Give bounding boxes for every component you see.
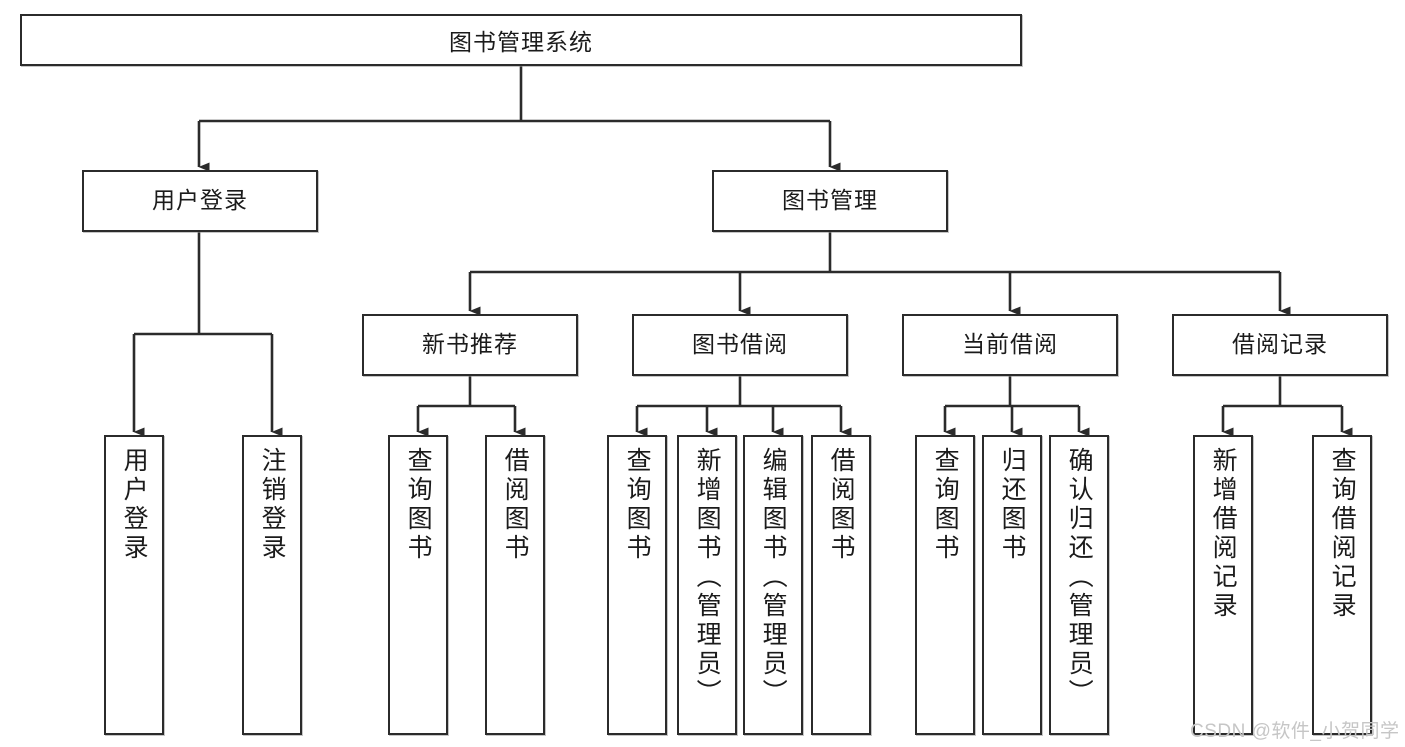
leaf-user-login[interactable]: 用户登录 — [104, 435, 164, 735]
leaf-borrow-book-label: 借阅图书 — [827, 447, 856, 563]
leaf-query-book-current[interactable]: 查询图书 — [915, 435, 975, 735]
node-book-management[interactable]: 图书管理 — [712, 170, 948, 232]
leaf-query-borrow-record-label: 查询借阅记录 — [1328, 447, 1357, 621]
node-root[interactable]: 图书管理系统 — [20, 14, 1022, 66]
leaf-query-book-recommend[interactable]: 查询图书 — [388, 435, 448, 735]
leaf-confirm-return-admin-label: 确认归还（管理员） — [1065, 447, 1094, 708]
node-root-label: 图书管理系统 — [449, 29, 593, 55]
leaf-query-book-borrow[interactable]: 查询图书 — [607, 435, 667, 735]
leaf-return-book[interactable]: 归还图书 — [982, 435, 1042, 735]
leaf-query-book-borrow-label: 查询图书 — [623, 447, 652, 563]
leaf-logout[interactable]: 注销登录 — [242, 435, 302, 735]
leaf-edit-book-admin-label: 编辑图书（管理员） — [759, 447, 788, 708]
node-new-book-recommend-label: 新书推荐 — [422, 331, 518, 358]
leaf-logout-label: 注销登录 — [258, 447, 287, 563]
node-borrow-records[interactable]: 借阅记录 — [1172, 314, 1388, 376]
leaf-borrow-book[interactable]: 借阅图书 — [811, 435, 871, 735]
watermark: CSDN @软件_小贺同学 — [1190, 721, 1400, 742]
leaf-edit-book-admin[interactable]: 编辑图书（管理员） — [743, 435, 803, 735]
node-current-borrow[interactable]: 当前借阅 — [902, 314, 1118, 376]
node-current-borrow-label: 当前借阅 — [962, 331, 1058, 358]
leaf-add-borrow-record[interactable]: 新增借阅记录 — [1193, 435, 1253, 735]
leaf-add-book-admin-label: 新增图书（管理员） — [693, 447, 722, 708]
node-book-borrow[interactable]: 图书借阅 — [632, 314, 848, 376]
leaf-confirm-return-admin[interactable]: 确认归还（管理员） — [1049, 435, 1109, 735]
leaf-return-book-label: 归还图书 — [998, 447, 1027, 563]
node-new-book-recommend[interactable]: 新书推荐 — [362, 314, 578, 376]
leaf-borrow-book-recommend-label: 借阅图书 — [501, 447, 530, 563]
node-borrow-records-label: 借阅记录 — [1232, 331, 1328, 358]
leaf-query-borrow-record[interactable]: 查询借阅记录 — [1312, 435, 1372, 735]
leaf-user-login-label: 用户登录 — [120, 447, 149, 563]
node-user-login-label: 用户登录 — [152, 187, 248, 214]
leaf-borrow-book-recommend[interactable]: 借阅图书 — [485, 435, 545, 735]
leaf-query-book-current-label: 查询图书 — [931, 447, 960, 563]
node-book-borrow-label: 图书借阅 — [692, 331, 788, 358]
leaf-query-book-recommend-label: 查询图书 — [404, 447, 433, 563]
node-book-management-label: 图书管理 — [782, 187, 878, 214]
leaf-add-borrow-record-label: 新增借阅记录 — [1209, 447, 1238, 621]
node-user-login[interactable]: 用户登录 — [82, 170, 318, 232]
leaf-add-book-admin[interactable]: 新增图书（管理员） — [677, 435, 737, 735]
